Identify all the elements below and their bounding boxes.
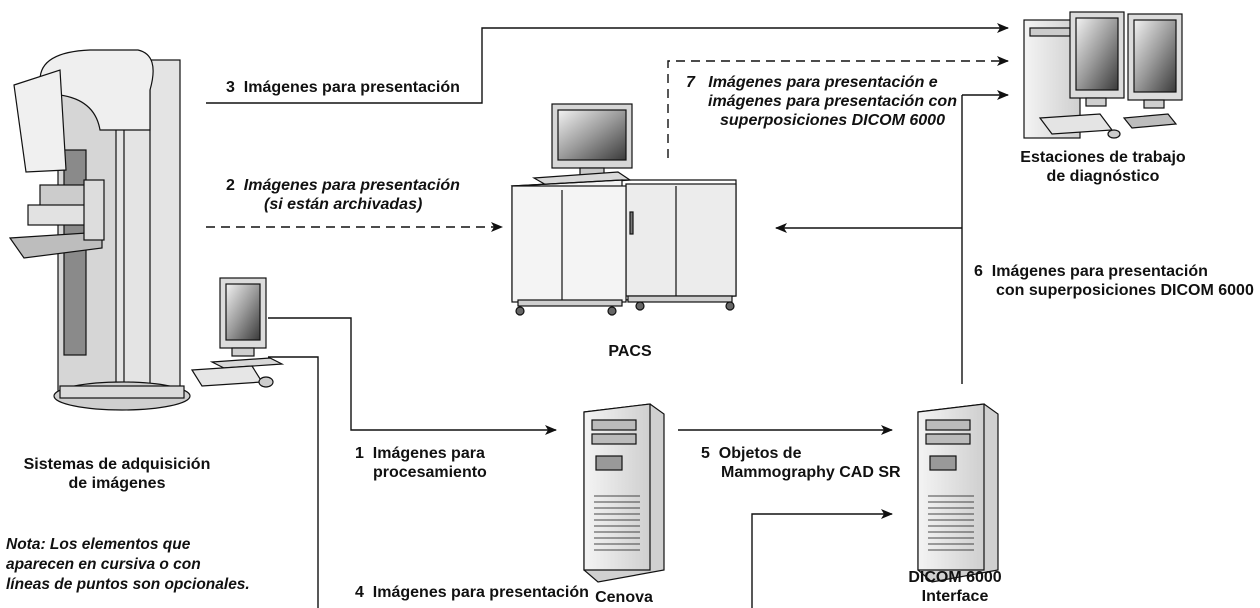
- flow-5-line1: Objetos de: [718, 445, 802, 462]
- workstations-label: Estaciones de trabajo de diagnóstico: [1008, 148, 1198, 186]
- flow-4-text: Imágenes para presentación: [372, 584, 589, 601]
- workstations-label-line2: de diagnóstico: [1046, 168, 1160, 185]
- flow-1-label: 1 Imágenes para procesamiento: [355, 444, 487, 482]
- acquisition-label: Sistemas de adquisición de imágenes: [22, 455, 212, 493]
- flow-7-line3: superposiciones DICOM 6000: [720, 112, 945, 129]
- flow-2-line2: (si están archivadas): [264, 196, 423, 213]
- flow-5-label: 5 Objetos de Mammography CAD SR: [701, 444, 901, 482]
- dicom-label: DICOM 6000 Interface: [900, 568, 1010, 606]
- flow-4-line: [268, 356, 319, 608]
- flow-6-line2: con superposiciones DICOM 6000: [996, 282, 1254, 299]
- cenova-server-icon: [583, 403, 665, 583]
- dicom-label-line1: DICOM 6000: [908, 569, 1002, 586]
- note-line2: aparecen en cursiva o con: [6, 556, 201, 573]
- flow-6-line1: Imágenes para presentación: [991, 263, 1208, 280]
- cenova-label: Cenova: [595, 589, 653, 606]
- flow-7-label: 7 Imágenes para presentación e imágenes …: [686, 73, 957, 130]
- note-prefix: Nota:: [6, 536, 46, 553]
- flow-3-text: Imágenes para presentación: [243, 79, 460, 96]
- flow-5-line2: Mammography CAD SR: [721, 464, 901, 481]
- flow-2-line1: Imágenes para presentación: [243, 177, 460, 194]
- flow-7-line2: imágenes para presentación con: [708, 93, 957, 110]
- flow-5-number: 5: [701, 445, 710, 462]
- dicom-label-line2: Interface: [921, 588, 989, 605]
- acquisition-label-line1: Sistemas de adquisición: [23, 456, 211, 473]
- mammography-unit-icon: [8, 49, 191, 411]
- workstations-label-line1: Estaciones de trabajo: [1020, 149, 1186, 166]
- optional-items-note: Nota: Los elementos que aparecen en curs…: [6, 535, 250, 595]
- note-line1: Los elementos que: [45, 536, 191, 553]
- flow-6-label: 6 Imágenes para presentación con superpo…: [974, 262, 1254, 300]
- flow-6-number: 6: [974, 263, 983, 280]
- flow-3-number: 3: [226, 79, 235, 96]
- flow-4-label: 4 Imágenes para presentación: [355, 583, 589, 602]
- diagnostic-workstations-icon: [1023, 11, 1183, 139]
- flow-7-line1: Imágenes para presentación e: [708, 74, 938, 91]
- flow-1-arrow: [268, 317, 557, 435]
- note-line3: líneas de puntos son opcionales.: [6, 576, 250, 593]
- flow-1-number: 1: [355, 445, 364, 462]
- pacs-server-icon: [510, 103, 737, 316]
- flow-1-line1: Imágenes para: [372, 445, 485, 462]
- pacs-label: PACS: [608, 343, 652, 360]
- flow-3-label: 3 Imágenes para presentación: [226, 78, 460, 97]
- acquisition-workstation-icon: [190, 277, 285, 388]
- flow-7-number: 7: [686, 74, 695, 91]
- flow-7-arrow: [667, 56, 1009, 158]
- flow-2-number: 2: [226, 177, 235, 194]
- flow-2-label: 2 Imágenes para presentación (si están a…: [226, 176, 460, 214]
- acquisition-label-line2: de imágenes: [68, 475, 166, 492]
- flow-1-line2: procesamiento: [373, 464, 487, 481]
- flow-4-number: 4: [355, 584, 364, 601]
- dicom-server-icon: [917, 403, 999, 583]
- flow-4-arrow: [751, 509, 893, 608]
- flow-3-arrow: [206, 23, 1009, 104]
